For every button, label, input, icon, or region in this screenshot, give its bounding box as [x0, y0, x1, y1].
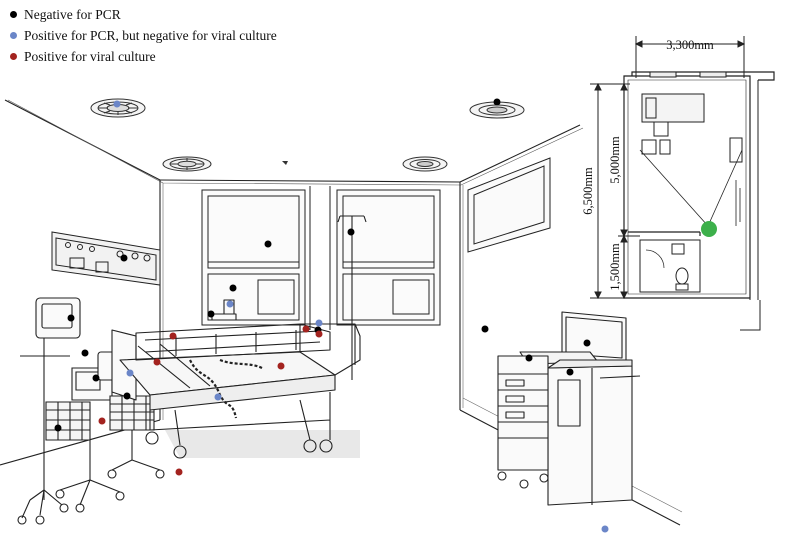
legend-item-positive-culture: Positive for viral culture [10, 46, 277, 67]
sample-point-negative [566, 368, 574, 376]
floor-plan [590, 36, 774, 330]
patient-location-marker [701, 221, 717, 237]
sample-point-negative [264, 240, 272, 248]
sample-point-positive-culture [277, 362, 285, 370]
wall-panel [468, 158, 550, 252]
legend-label: Positive for viral culture [24, 48, 156, 64]
sample-point-positive-pcr [601, 525, 609, 533]
ceiling-back-edge [160, 180, 460, 182]
total-length-label: 6,500mm [581, 167, 595, 215]
back-window-right [337, 190, 440, 325]
sample-point-negative [92, 374, 100, 382]
room-length-label: 5,000mm [608, 136, 622, 184]
sample-point-positive-culture [175, 468, 183, 476]
sample-point-negative [347, 228, 355, 236]
iv-pole [338, 216, 366, 380]
legend-item-negative-pcr: Negative for PCR [10, 4, 277, 25]
ceiling-sensor [282, 161, 288, 165]
sample-point-negative [207, 310, 215, 318]
sample-point-positive-culture [169, 332, 177, 340]
computer-workstation [498, 312, 640, 505]
legend-label: Negative for PCR [24, 6, 121, 22]
sample-point-negative [123, 392, 131, 400]
window-pillar [310, 186, 330, 330]
sample-points [54, 98, 609, 533]
bathroom-length-label: 1,500mm [608, 243, 622, 291]
back-window-left [202, 190, 305, 325]
sample-point-positive-pcr [315, 319, 323, 327]
legend-item-positive-pcr: Positive for PCR, but negative for viral… [10, 25, 277, 46]
sample-point-positive-pcr [126, 369, 134, 377]
sample-point-positive-pcr [113, 100, 121, 108]
sample-point-positive-culture [302, 325, 310, 333]
ceiling-vent-3 [163, 157, 211, 171]
sample-point-negative [229, 284, 237, 292]
sample-point-negative [81, 349, 89, 357]
sample-point-positive-culture [98, 417, 106, 425]
sample-point-negative [493, 98, 501, 106]
legend-label: Positive for PCR, but negative for viral… [24, 27, 277, 43]
legend-dot-red [10, 53, 17, 60]
sample-point-positive-culture [153, 358, 161, 366]
floor-plan-labels: 3,300mm 6,500mm 5,000mm 1,500mm [581, 38, 714, 291]
ceiling-vent-1 [91, 99, 145, 117]
sample-point-negative [583, 339, 591, 347]
sample-point-positive-culture [315, 330, 323, 338]
room-shell [0, 100, 682, 525]
sample-point-positive-pcr [214, 393, 222, 401]
ceiling-light-4 [403, 157, 447, 171]
sample-point-negative [481, 325, 489, 333]
sample-point-positive-pcr [226, 300, 234, 308]
width-dimension-label: 3,300mm [666, 38, 714, 52]
headwall-panel [52, 232, 160, 285]
sample-point-negative [525, 354, 533, 362]
ceiling-edge-right [460, 125, 580, 182]
sample-point-negative [120, 254, 128, 262]
legend: Negative for PCR Positive for PCR, but n… [10, 4, 277, 67]
sample-point-negative [54, 424, 62, 432]
infusion-pump-stand [18, 298, 80, 524]
legend-dot-blue [10, 32, 17, 39]
legend-dot-black [10, 11, 17, 18]
sample-point-negative [67, 314, 75, 322]
